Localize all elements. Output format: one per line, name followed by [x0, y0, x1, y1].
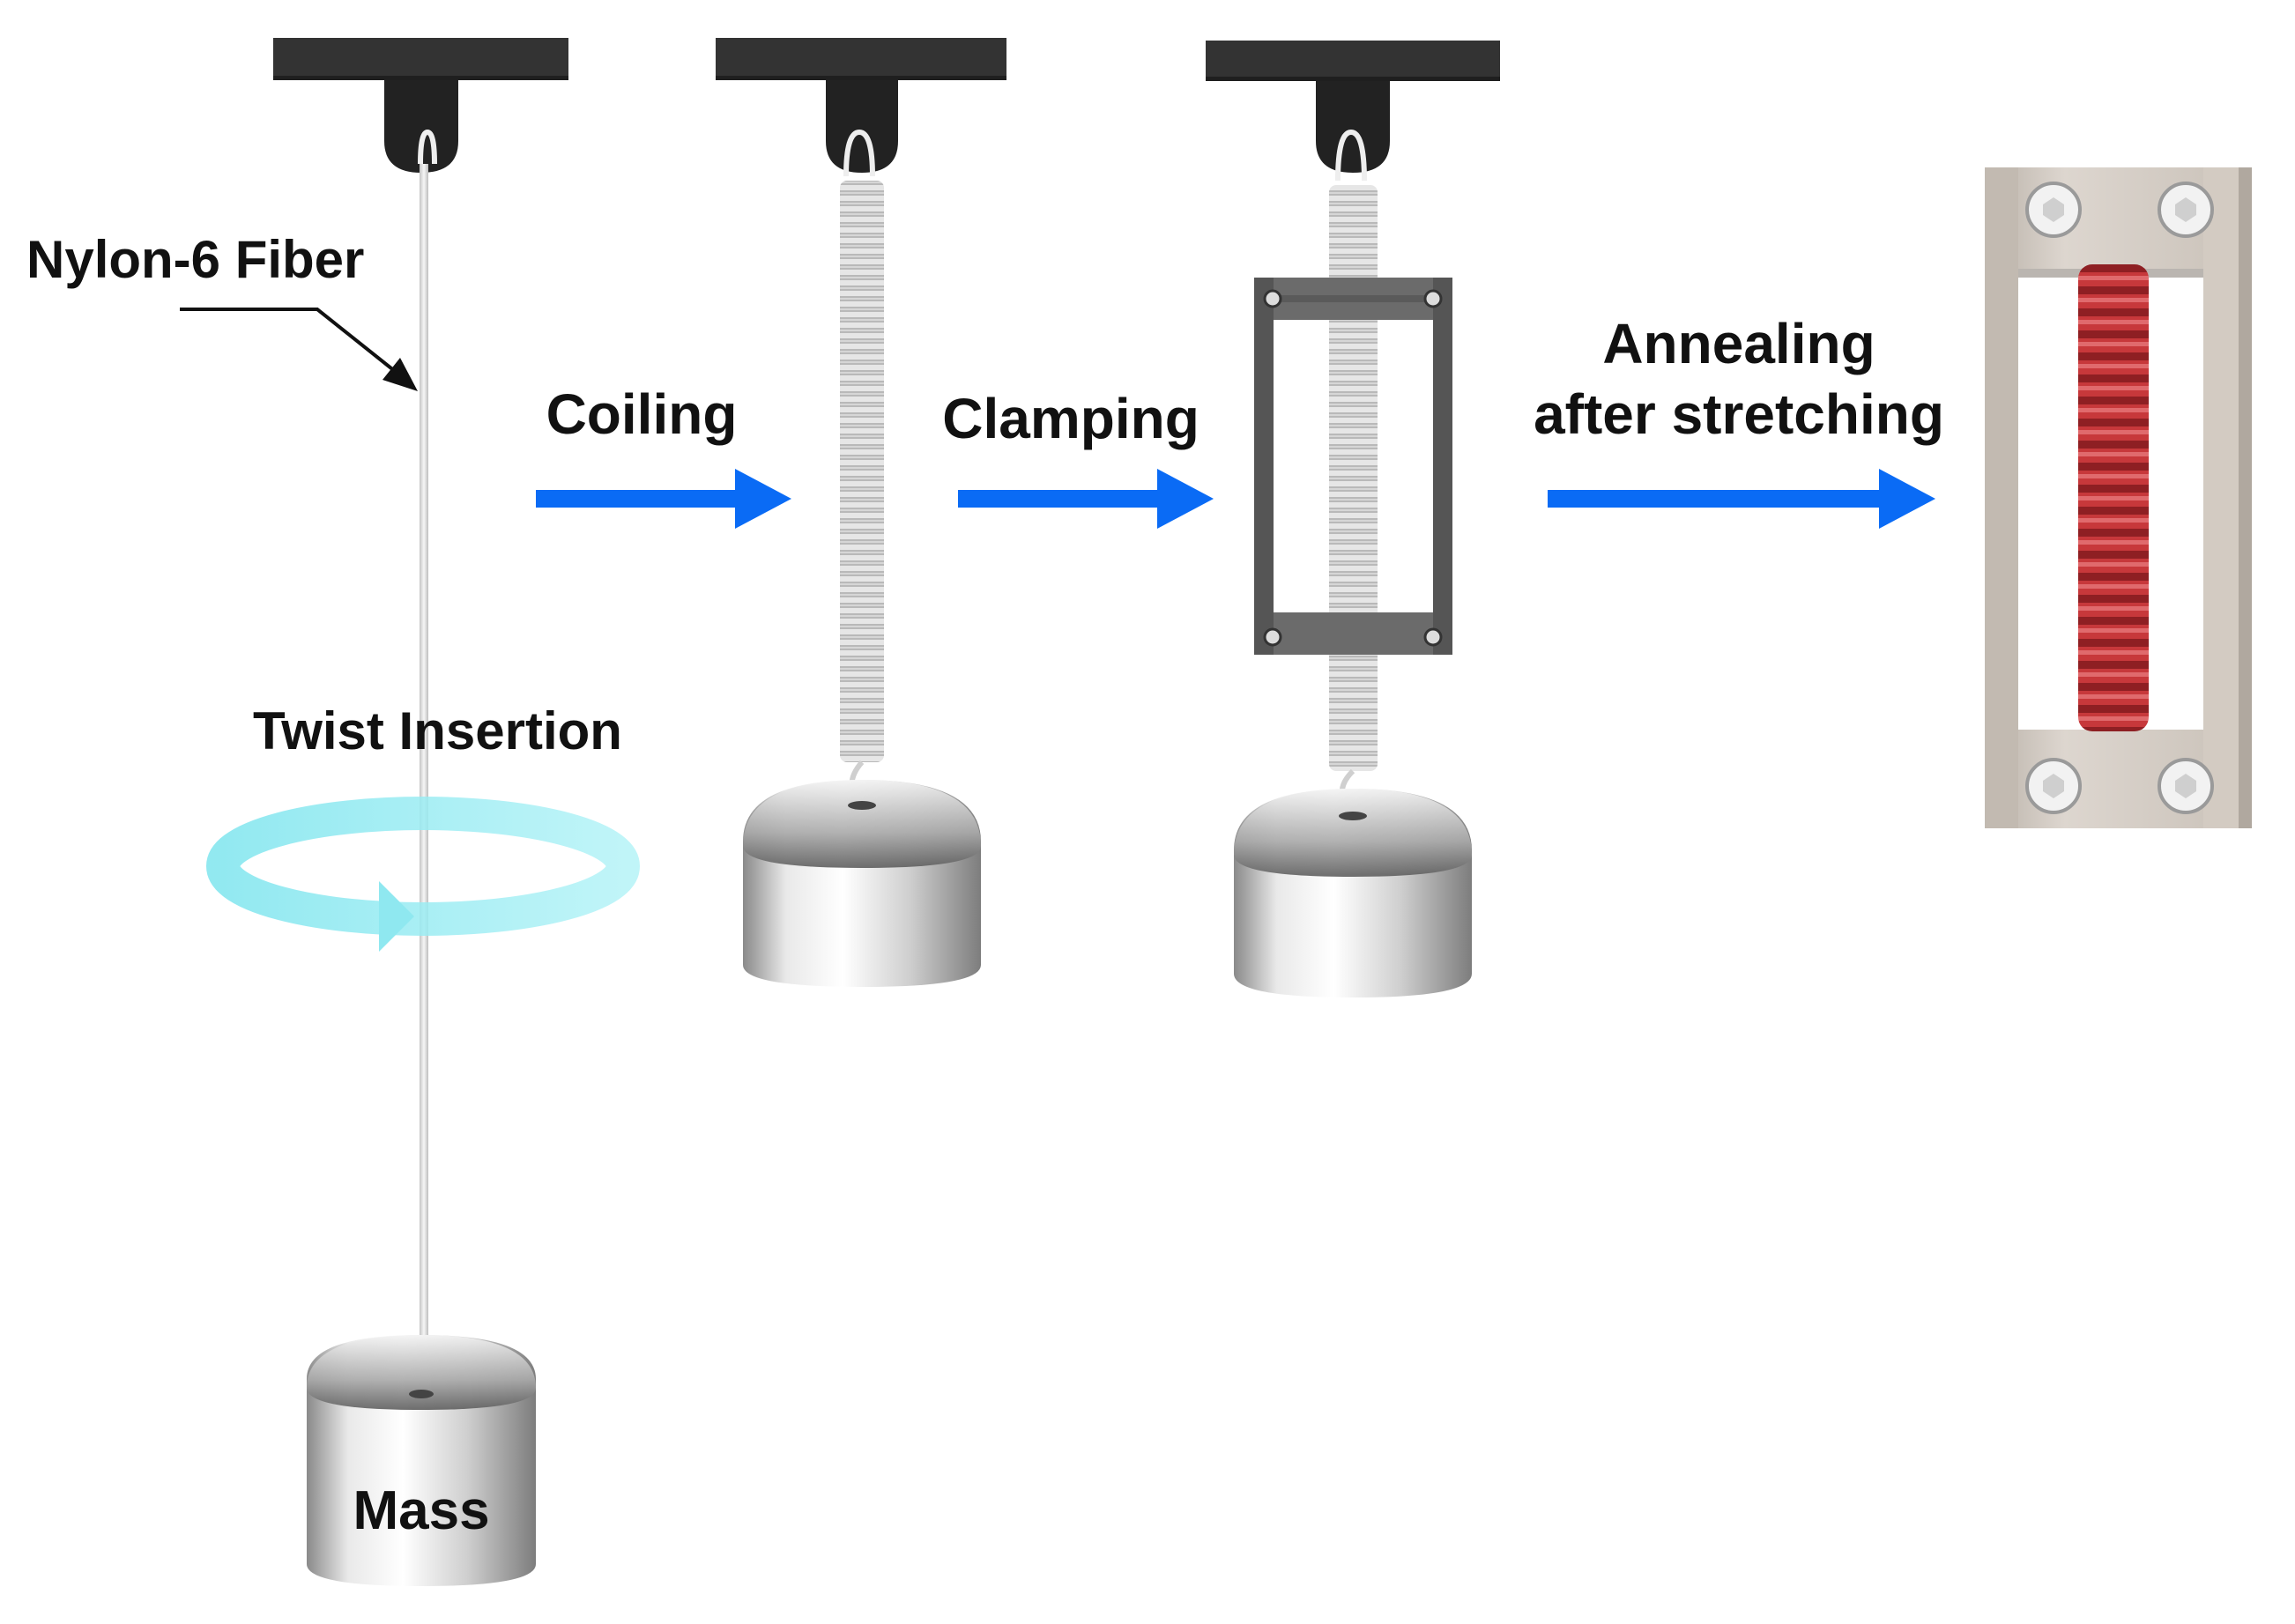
clamp-frame: [1254, 278, 1452, 655]
fiber-pointer-line: [180, 308, 402, 377]
mount-block: [826, 80, 898, 173]
arrow-down-right-icon: [382, 358, 418, 391]
rotation-ring-icon: [206, 797, 640, 952]
mount-plate: [273, 38, 568, 80]
nylon-fiber: [420, 164, 428, 1389]
annealing-label-line1: Annealing: [1602, 312, 1875, 375]
mount-plate-edge: [716, 76, 1006, 80]
clamping-step: Clamping: [942, 387, 1214, 529]
coiling-step: Coiling: [536, 382, 791, 529]
clamping-label: Clamping: [942, 387, 1199, 450]
coiled-fiber: [1329, 185, 1378, 771]
annealed-coil: [2078, 264, 2149, 731]
fiber-hook: [418, 129, 437, 165]
fiber-hook: [1335, 129, 1367, 182]
weight-icon: [307, 1335, 536, 1586]
coiling-label: Coiling: [546, 382, 738, 446]
twist-label: Twist Insertion: [253, 701, 622, 760]
annealing-label-line2: after stretching: [1534, 382, 1944, 446]
arrow-right-icon: [1548, 469, 1935, 529]
stage-annealed: [1985, 167, 2252, 828]
stage-clamped: [1206, 41, 1500, 997]
stage-coiled: [716, 38, 1006, 987]
fiber-label: Nylon-6 Fiber: [26, 230, 364, 289]
weight-icon: [1234, 789, 1472, 997]
arrow-right-icon: [536, 469, 791, 529]
mount-plate-edge: [273, 76, 568, 80]
weight-icon: [743, 780, 981, 987]
mount-block: [384, 80, 458, 173]
fiber-hook: [843, 129, 875, 177]
annealing-step: Annealing after stretching: [1534, 312, 1944, 529]
mount-plate-edge: [1206, 77, 1500, 81]
mount-block: [1316, 81, 1390, 173]
mass-label: Mass: [353, 1480, 489, 1541]
arrow-right-icon: [958, 469, 1214, 529]
mount-plate: [1206, 41, 1500, 81]
coiled-fiber: [840, 181, 884, 762]
mount-plate: [716, 38, 1006, 80]
stage-fiber: Nylon-6 Fiber Twist Insertion Mass: [26, 38, 640, 1586]
